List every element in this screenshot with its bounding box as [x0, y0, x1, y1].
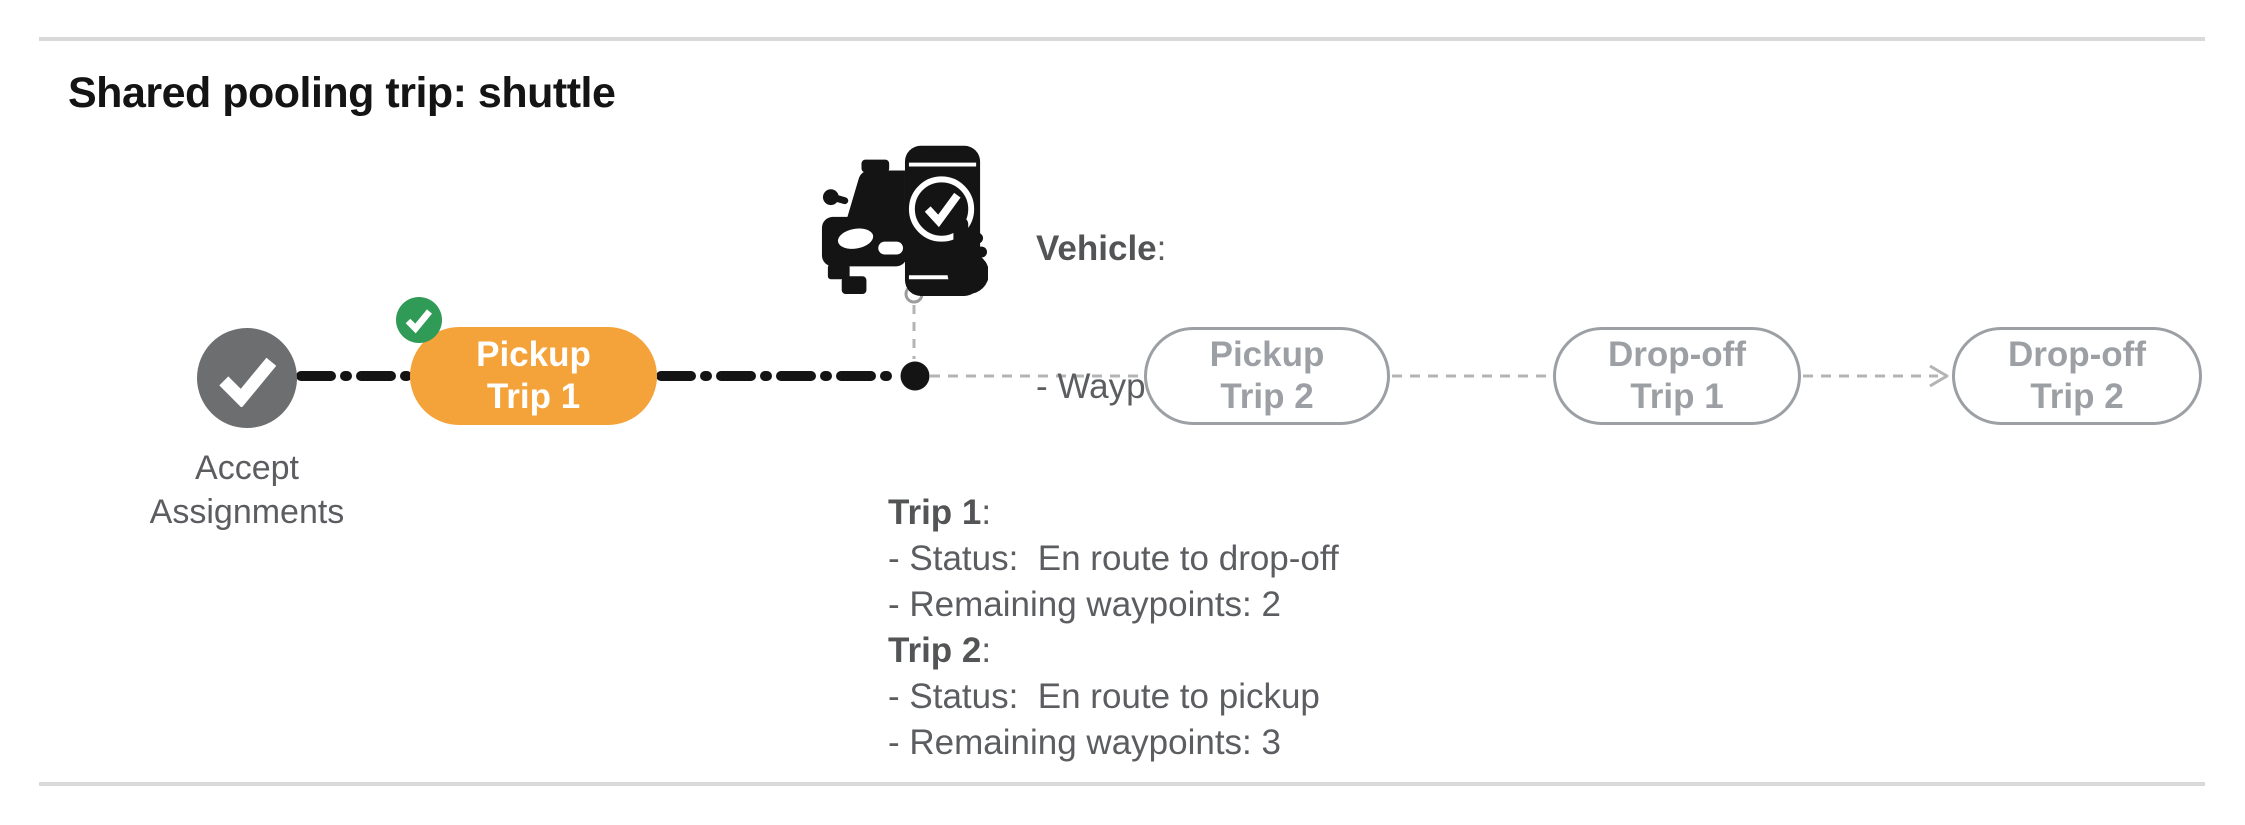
trip-status-info: Trip 1: - Status: En route to drop-off -… — [888, 490, 1339, 766]
trip-2-status: - Status: En route to pickup — [888, 677, 1320, 716]
taxi-phone-check-icon — [821, 145, 988, 296]
arrowhead-icon — [1929, 364, 1949, 388]
node-dropoff-trip-1: Drop-off Trip 1 — [1553, 327, 1801, 425]
node-label-line1: Drop-off — [1607, 335, 1746, 374]
vehicle-info-title: Vehicle — [1036, 229, 1157, 268]
trip-2-title: Trip 2 — [888, 631, 982, 670]
accept-assignments-node — [197, 328, 297, 428]
vehicle-info: Vehicle: - Waypoints: 3 — [1036, 134, 1258, 502]
node-pickup-trip-2: Pickup Trip 2 — [1144, 327, 1390, 425]
trip-2-remaining-waypoints: - Remaining waypoints: 3 — [888, 723, 1281, 762]
node-label-line2: Trip 1 — [486, 377, 581, 416]
node-label-line2: Trip 1 — [1630, 377, 1724, 416]
node-label-line2: Trip 2 — [2030, 377, 2124, 416]
trip-1-status: - Status: En route to drop-off — [888, 539, 1339, 578]
node-label-line1: Drop-off — [2007, 335, 2146, 374]
node-label-line1: Pickup — [1209, 335, 1325, 374]
trip-1-title: Trip 1 — [888, 493, 982, 532]
node-pickup-trip-1: Pickup Trip 1 — [410, 327, 657, 425]
check-badge-icon — [396, 297, 442, 343]
accept-assignments-label: Accept Assignments — [149, 449, 345, 531]
top-divider — [39, 37, 2205, 41]
page-title: Shared pooling trip: shuttle — [68, 69, 616, 117]
node-label-line1: Pickup — [476, 335, 591, 374]
bottom-divider — [39, 782, 2205, 786]
node-label-line2: Trip 2 — [1220, 377, 1314, 416]
check-icon — [219, 357, 276, 407]
trip-1-remaining-waypoints: - Remaining waypoints: 2 — [888, 585, 1281, 624]
node-dropoff-trip-2: Drop-off Trip 2 — [1952, 327, 2202, 425]
vehicle-position-dot — [900, 361, 930, 391]
